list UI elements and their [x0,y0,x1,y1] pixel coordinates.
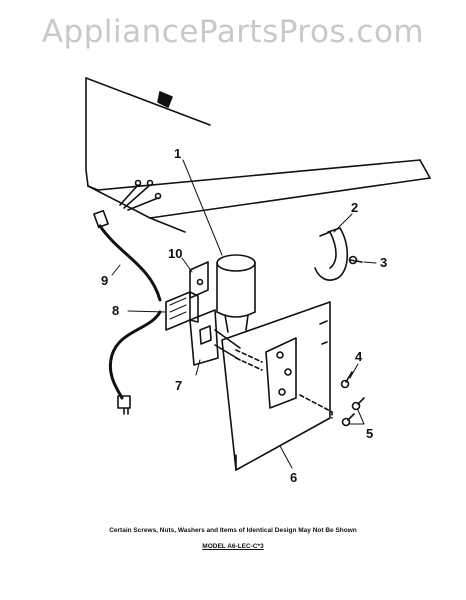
screw-4 [340,371,353,389]
callout-10: 10 [168,246,182,261]
screw-3 [348,255,363,265]
cabinet-panel [85,77,431,233]
switch-block [165,291,199,331]
screws-5 [341,397,365,427]
callout-4: 4 [355,349,363,364]
callout-7: 7 [175,378,182,393]
callout-5: 5 [366,426,373,441]
watermark: AppliancePartsPros.com [41,14,425,50]
callout-1: 1 [174,146,181,161]
leader-lines [111,159,377,469]
strap-clip [314,227,349,281]
callout-6: 6 [290,470,297,485]
terminal-relay [189,261,209,299]
model-label: MODEL A6-LEC-C*3 [202,543,264,550]
power-cord [93,209,162,415]
callout-9: 9 [101,273,108,288]
capacitor [216,254,256,333]
callout-8: 8 [112,303,119,318]
footer-note: Certain Screws, Nuts, Washers and Items … [109,527,357,534]
callout-2: 2 [351,200,358,215]
callout-3: 3 [380,255,387,270]
mounting-panel [221,301,333,471]
